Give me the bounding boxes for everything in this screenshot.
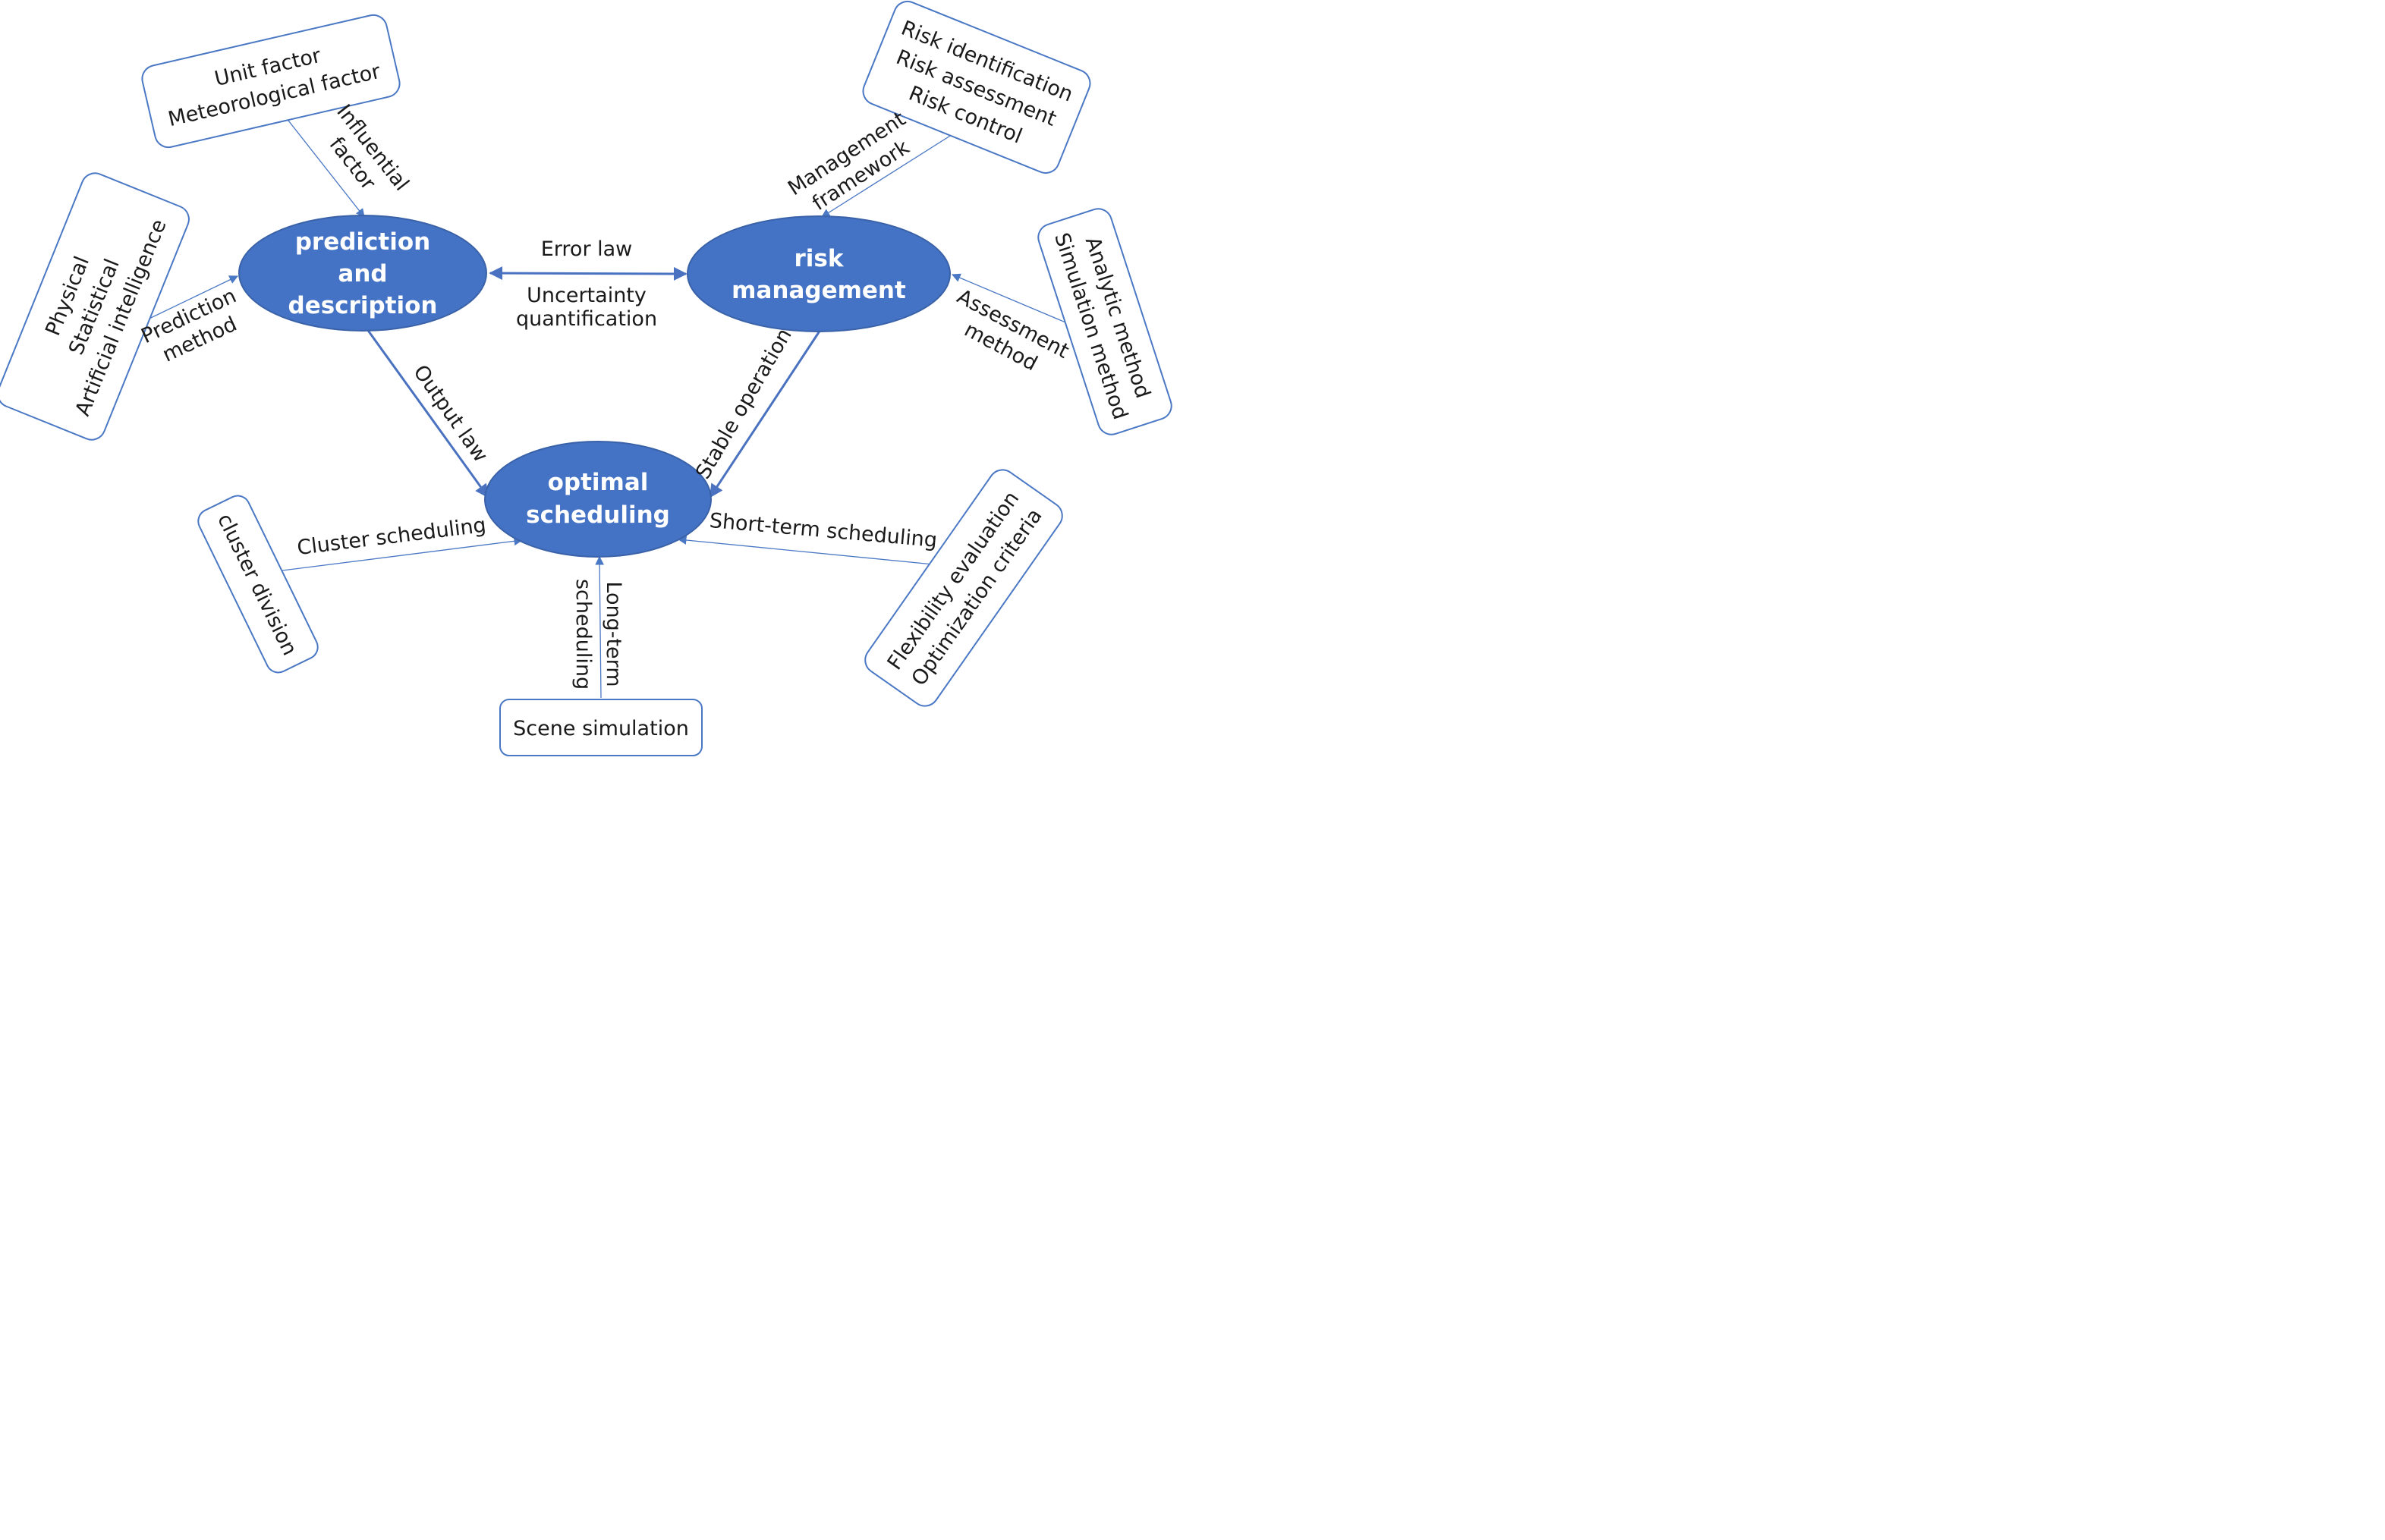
box-assessment-methods: Analytic method Simulation method: [1037, 208, 1172, 435]
arrow-prediction-to-scheduling: [363, 325, 489, 498]
label-uncertainty-line-1: Uncertainty: [527, 284, 647, 307]
node-prediction-and-description: prediction and description: [238, 215, 487, 332]
box-prediction-methods: Physical Statistical Artificial intellig…: [0, 172, 190, 441]
label-long-term-line-1: Long-term: [602, 581, 625, 687]
arrow-risk-to-scheduling: [709, 329, 822, 498]
label-management-framework: Management framework: [784, 107, 914, 215]
connector-factors-to-prediction: [282, 113, 365, 218]
label-output-law: Output law: [408, 361, 492, 467]
label-cluster-scheduling: Cluster scheduling: [296, 514, 487, 560]
diagram-canvas: prediction and description risk manageme…: [0, 0, 1172, 756]
connector-risk-steps-to-risk: [821, 127, 963, 218]
label-cluster-scheduling-text: Cluster scheduling: [296, 514, 487, 560]
label-assessment-method: Assessment method: [953, 284, 1073, 376]
node-prediction-line-2: and: [338, 260, 387, 288]
label-long-term-scheduling: Long-term scheduling: [571, 579, 625, 690]
box-flexibility: Flexibility evaluation Optimization crit…: [864, 469, 1063, 707]
label-output-law-text: Output law: [408, 361, 492, 467]
node-prediction-line-3: description: [288, 292, 438, 319]
node-risk-line-2: management: [732, 277, 906, 304]
box-scene-line-1: Scene simulation: [513, 717, 689, 740]
node-scheduling-line-2: scheduling: [526, 501, 670, 529]
arrow-prediction-risk: [489, 266, 687, 281]
connector-methods-to-prediction: [136, 275, 239, 325]
label-long-term-line-2: scheduling: [571, 579, 595, 690]
node-risk-management: risk management: [687, 215, 951, 332]
label-influential-factor: Influential factor: [325, 100, 414, 196]
label-stable-operation: Stable operation: [691, 325, 797, 483]
connector-cluster-to-scheduling: [282, 536, 524, 571]
node-scheduling-line-1: optimal: [548, 469, 649, 496]
node-prediction-line-1: prediction: [295, 228, 431, 256]
node-optimal-scheduling: optimal scheduling: [484, 441, 712, 558]
label-stable-operation-text: Stable operation: [691, 325, 797, 483]
connector-scene-to-scheduling: [595, 555, 604, 699]
box-scene-simulation: Scene simulation: [499, 699, 703, 756]
box-cluster-division: cluster division: [197, 495, 319, 674]
node-risk-line-1: risk: [794, 245, 845, 272]
label-uncertainty-line-2: quantification: [516, 307, 657, 331]
connector-flexibility-to-scheduling: [677, 536, 934, 565]
label-error-law: Error law: [541, 237, 633, 261]
